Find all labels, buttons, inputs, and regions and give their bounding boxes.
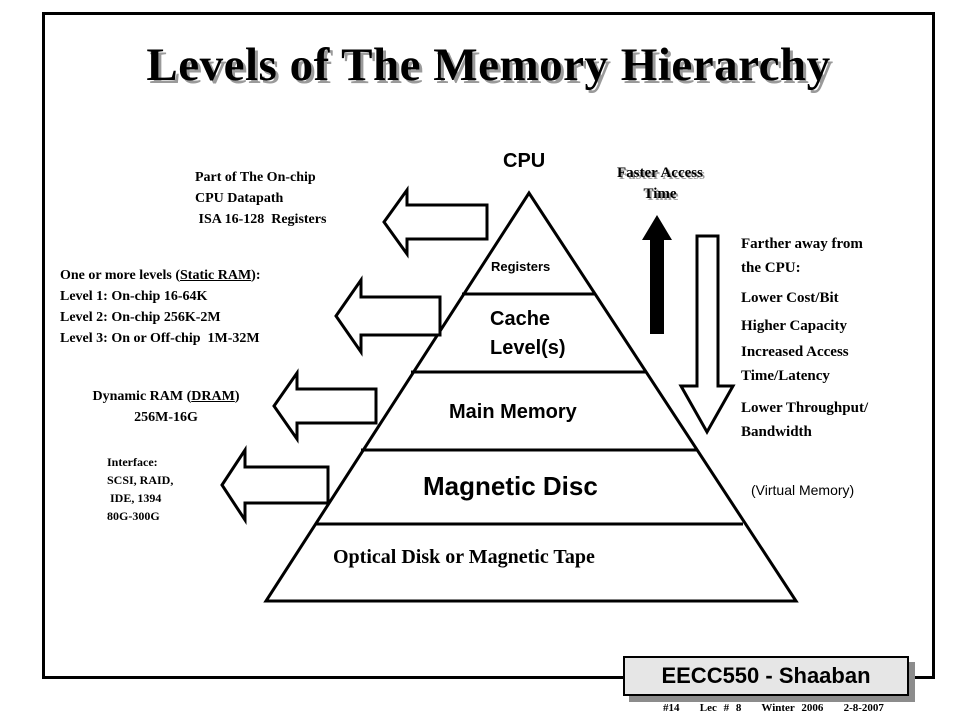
registers-label: Registers — [491, 259, 551, 274]
disk-note-line: IDE, 1394 — [107, 491, 162, 505]
dram-note-post: ) — [234, 389, 240, 404]
left-arrow-disc — [220, 444, 330, 526]
down-arrow-farther — [678, 234, 736, 436]
cpu-label: CPU — [503, 150, 546, 172]
disk-note-line: Interface: — [107, 455, 158, 469]
farther-notes: Farther away from the CPU: Lower Cost/Bi… — [741, 232, 868, 444]
farther-note-line: Bandwidth — [741, 424, 812, 440]
registers-note-line: ISA 16-128 Registers — [195, 212, 327, 227]
page-title: Levels of The Memory Hierarchy — [146, 39, 831, 91]
cache-label-line2: Level(s) — [490, 337, 566, 359]
cache-note-line: Level 1: On-chip 16-64K — [60, 289, 208, 304]
cache-note-line: Level 2: On-chip 256K-2M — [60, 310, 221, 325]
cache-label: Cache Level(s) — [490, 305, 566, 363]
registers-note: Part of The On-chip CPU Datapath ISA 16-… — [195, 167, 326, 230]
slide-frame — [42, 12, 935, 679]
farther-note-line: Lower Cost/Bit — [741, 290, 839, 306]
footer-meta: #14 Lec # 8 Winter 2006 2-8-2007 — [663, 702, 884, 714]
optical-label: Optical Disk or Magnetic Tape — [333, 546, 595, 568]
dram-note: Dynamic RAM (DRAM) 256M-16G — [65, 386, 267, 428]
farther-note-line: Farther away from — [741, 236, 863, 252]
cache-note: One or more levels (Static RAM): Level 1… — [60, 265, 261, 349]
faster-access-label: Faster Access Time — [598, 163, 722, 205]
course-badge: EECC550 - Shaaban — [623, 656, 909, 696]
registers-note-line: CPU Datapath — [195, 191, 284, 206]
disk-note: Interface: SCSI, RAID, IDE, 1394 80G-300… — [107, 453, 173, 525]
left-arrow-cache — [334, 275, 442, 357]
farther-note-line: the CPU: — [741, 260, 801, 276]
dram-note-pre: Dynamic RAM ( — [92, 389, 192, 404]
farther-note-line: Time/Latency — [741, 368, 830, 384]
cache-note-post: ): — [251, 268, 261, 283]
disk-note-line: SCSI, RAID, — [107, 473, 174, 487]
farther-note-line: Increased Access — [741, 344, 849, 360]
main-memory-label: Main Memory — [449, 401, 577, 423]
faster-access-line: Time — [643, 186, 677, 202]
magnetic-disc-label: Magnetic Disc — [423, 471, 598, 501]
virtual-memory-label: (Virtual Memory) — [751, 482, 855, 498]
cache-note-pre: One or more levels ( — [60, 268, 181, 283]
left-arrow-main-memory — [272, 368, 378, 444]
static-ram-term: Static RAM — [180, 268, 252, 283]
cache-label-line1: Cache — [490, 308, 551, 330]
up-arrow-faster — [642, 215, 672, 334]
pyramid-outline — [263, 190, 799, 603]
cache-note-line: One or more levels (Static RAM): — [60, 265, 261, 286]
cache-note-line: Level 3: On or Off-chip 1M-32M — [60, 331, 260, 346]
farther-note-line: Higher Capacity — [741, 318, 847, 334]
dram-note-line: Dynamic RAM (DRAM) — [65, 386, 267, 407]
dram-term: DRAM — [191, 389, 235, 404]
disk-note-line: 80G-300G — [107, 509, 160, 523]
dram-size: 256M-16G — [134, 410, 198, 425]
faster-access-line: Faster Access — [617, 165, 703, 181]
left-arrow-registers — [382, 185, 489, 259]
registers-note-line: Part of The On-chip — [195, 170, 316, 185]
farther-note-line: Lower Throughput/ — [741, 400, 869, 416]
